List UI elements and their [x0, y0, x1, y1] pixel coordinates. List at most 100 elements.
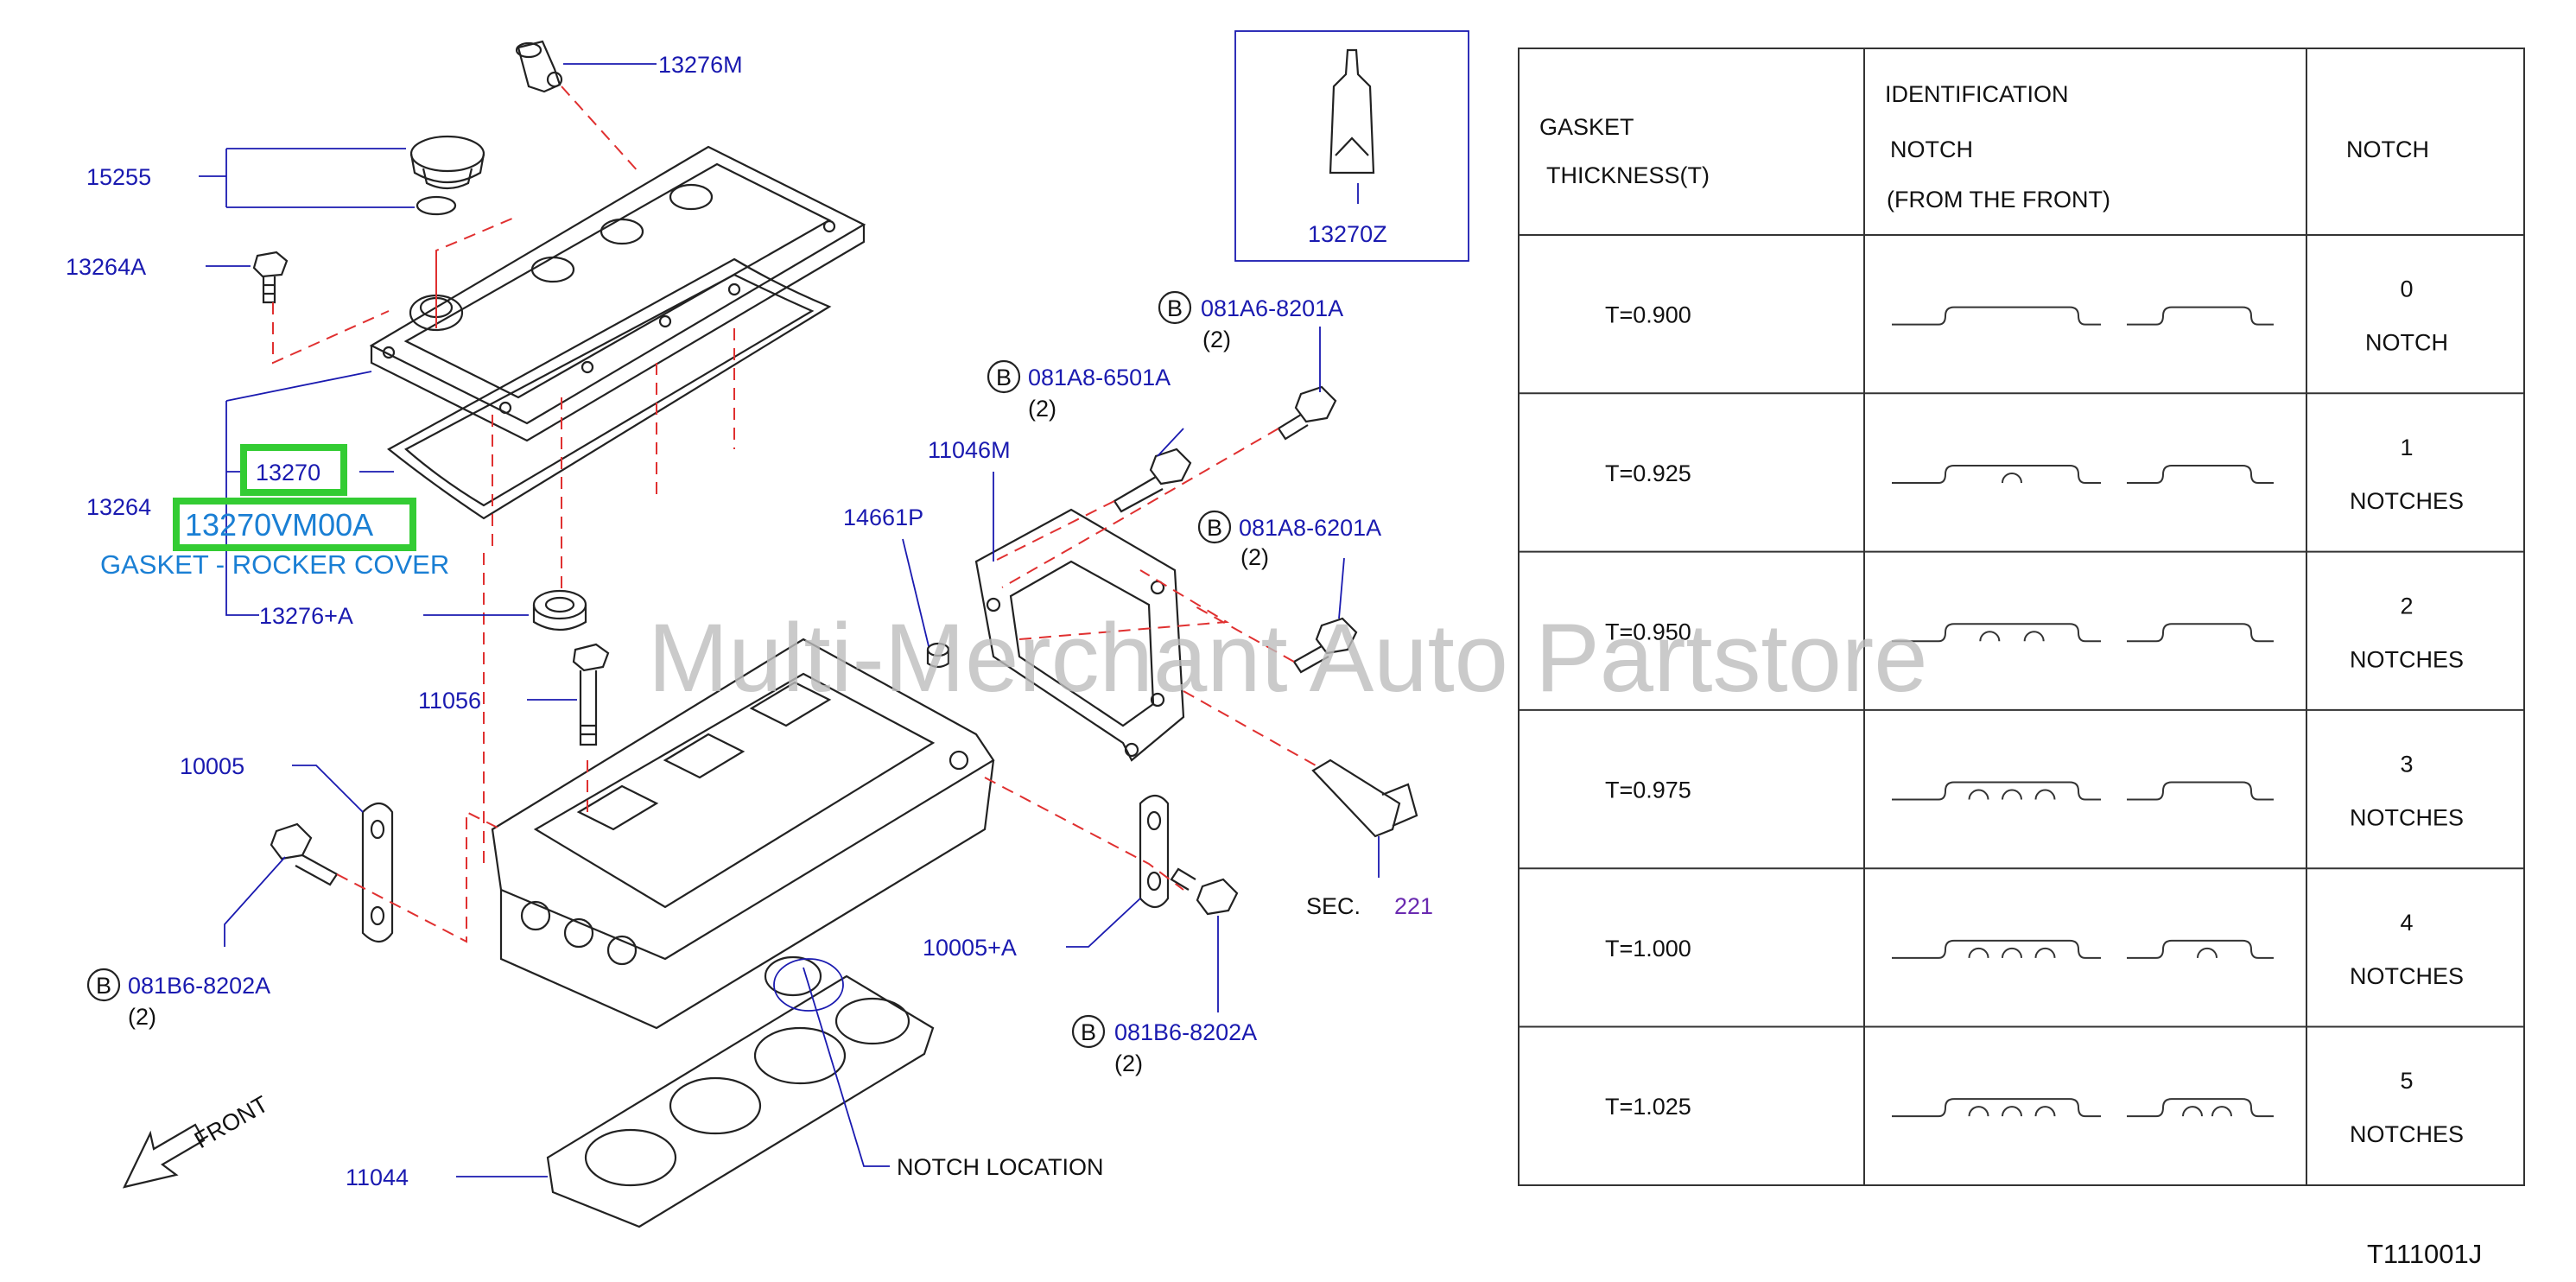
gasket-profile-line	[2127, 623, 2274, 643]
bolt-symbol-icon	[86, 968, 121, 1002]
row-notch-word: NOTCHES	[2350, 488, 2464, 514]
row-thickness: T=1.025	[1605, 1094, 1691, 1120]
plug-14661P-drawing	[926, 642, 950, 669]
bolt-symbol-icon	[1158, 290, 1192, 325]
label-13270: 13270	[256, 460, 320, 486]
notch-mark	[2211, 1106, 2232, 1117]
gasket-profile-line	[2127, 939, 2274, 959]
row-notch-word: NOTCHES	[2350, 646, 2464, 672]
bolt-symbol-a8-6201: B	[1207, 515, 1222, 541]
row-notch-word: NOTCHES	[2350, 963, 2464, 989]
label-13276A: 13276+A	[259, 603, 353, 629]
row-notch-word: NOTCHES	[2350, 805, 2464, 831]
bolt-081A8-6501-drawing	[1113, 447, 1192, 513]
front-label: FRONT	[190, 1091, 273, 1153]
label-13264A: 13264A	[66, 254, 146, 280]
rocker-gasket-drawing	[387, 257, 832, 520]
head-gasket-drawing	[546, 955, 935, 1228]
header-identification: IDENTIFICATION	[1885, 81, 2069, 107]
gasket-profile-line	[1892, 1098, 2101, 1118]
label-11046M: 11046M	[928, 437, 1011, 463]
notch-mark	[2182, 1106, 2203, 1117]
label-13264: 13264	[86, 494, 151, 520]
qty-left: (2)	[128, 1004, 156, 1030]
assembly-dashes	[272, 86, 1323, 943]
header-from-front: (FROM THE FRONT)	[1887, 187, 2110, 213]
label-081B6-right: 081B6-8202A	[1114, 1019, 1257, 1045]
label-14661P: 14661P	[843, 505, 923, 530]
label-13270Z: 13270Z	[1308, 221, 1387, 247]
sec-label: SEC.	[1306, 893, 1361, 919]
gasket-profile-line	[2127, 464, 2274, 484]
bolt-symbol-a6: B	[1167, 295, 1183, 321]
notch-mark	[2034, 789, 2056, 800]
qty-a8-6501: (2)	[1028, 396, 1056, 422]
part-labels: 13276M 15255 13264A 13264 13270 13270VM0…	[66, 52, 1433, 1190]
bolt-symbol-icon	[987, 359, 1021, 394]
housing-11046M-drawing	[974, 508, 1185, 762]
notch-mark	[1979, 631, 2001, 642]
row-thickness: T=0.925	[1605, 460, 1691, 486]
row-thickness: T=0.950	[1605, 619, 1691, 644]
row-notch-word: NOTCH	[2365, 330, 2448, 356]
bolt-symbol-a8-6501: B	[996, 365, 1012, 390]
bolt-081B6-left-drawing	[270, 822, 339, 886]
label-081B6-left: 081B6-8202A	[128, 973, 270, 999]
row-notch-count: 0	[2400, 276, 2413, 302]
notch-mark	[2034, 947, 2056, 958]
row-notch-count: 2	[2400, 593, 2413, 619]
label-10005: 10005	[180, 753, 244, 779]
header-notch: NOTCH	[1890, 136, 1973, 162]
gasket-profile-line	[1892, 939, 2101, 959]
row-notch-count: 1	[2400, 435, 2413, 460]
notch-location-label: NOTCH LOCATION	[897, 1154, 1104, 1180]
row-notch-word: NOTCHES	[2350, 1121, 2464, 1147]
notch-mark	[2034, 1106, 2056, 1117]
gasket-profile-line	[1892, 781, 2101, 801]
cylinder-head-drawing	[491, 638, 995, 1030]
gasket-description: GASKET - ROCKER COVER	[100, 549, 449, 580]
label-081A6: 081A6-8201A	[1201, 295, 1343, 321]
header-notch-count: NOTCH	[2346, 136, 2429, 162]
bolt-081B6-right-drawing	[1170, 867, 1239, 916]
gasket-profile-line	[2127, 781, 2274, 801]
seal-13276A-drawing	[532, 589, 587, 631]
head-bolt-drawing	[572, 643, 610, 746]
bolt-symbol-right: B	[1081, 1019, 1096, 1045]
notch-mark	[2023, 631, 2045, 642]
qty-a8-6201: (2)	[1240, 544, 1269, 570]
label-13276M: 13276M	[658, 52, 743, 78]
rocker-cover-drawing	[369, 145, 866, 442]
label-11056: 11056	[418, 688, 481, 714]
leader-lines	[199, 63, 1380, 1177]
bolt-081A6-drawing	[1277, 385, 1337, 441]
bolt-13264A-drawing	[252, 251, 289, 304]
row-notch-count: 3	[2400, 752, 2413, 777]
figure-code: T111001J	[2367, 1239, 2482, 1269]
qty-right: (2)	[1114, 1050, 1143, 1076]
notch-mark	[1968, 1106, 1989, 1117]
highlight-13270VM00A	[173, 498, 416, 551]
qty-a6: (2)	[1202, 327, 1231, 352]
plug-13276M-drawing	[515, 40, 563, 93]
label-11044: 11044	[346, 1165, 409, 1190]
gasket-profile-line	[1892, 306, 2101, 326]
notch-mark	[2002, 947, 2022, 958]
row-thickness: T=1.000	[1605, 936, 1691, 962]
gasket-identification-table: GASKET THICKNESS(T) IDENTIFICATION NOTCH…	[1518, 48, 2525, 1186]
notch-mark	[2002, 1106, 2022, 1117]
bolt-081A8-6201-drawing	[1292, 617, 1358, 674]
bolt-symbol-icon	[1071, 1014, 1106, 1049]
sec-number: 221	[1394, 893, 1433, 919]
bolt-symbol-left: B	[96, 973, 111, 999]
notch-mark	[1968, 947, 1989, 958]
label-13270VM00A: 13270VM00A	[185, 507, 373, 543]
row-notch-count: 5	[2400, 1068, 2413, 1094]
label-081A8-6501: 081A8-6501A	[1028, 365, 1171, 390]
notch-mark	[2002, 473, 2022, 484]
